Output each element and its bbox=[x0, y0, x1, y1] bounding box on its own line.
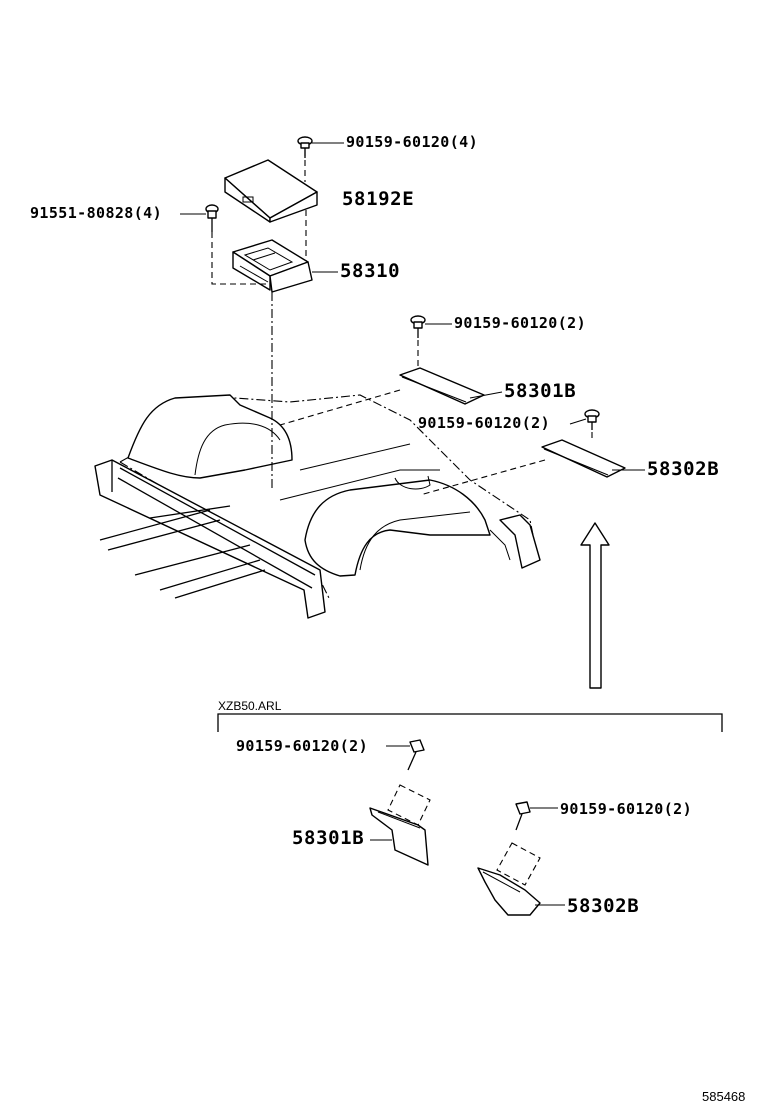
bolt-right-label: 90159-60120(2) bbox=[418, 414, 551, 432]
plate-upper-drawing bbox=[279, 315, 503, 426]
inset-bracket-line bbox=[217, 713, 723, 732]
inset-bolt-a-label: 90159-60120(2) bbox=[236, 737, 369, 755]
inset-bolt-b-drawing bbox=[496, 801, 558, 886]
inset-bolt-a-drawing bbox=[386, 739, 431, 826]
inset-part-b-drawing bbox=[477, 867, 565, 916]
bolt-top-label: 90159-60120(4) bbox=[346, 133, 479, 151]
plate-right-label: 58302B bbox=[647, 458, 720, 480]
inset-part-a-drawing bbox=[369, 807, 429, 866]
bracket-part-label: 58310 bbox=[340, 260, 401, 282]
inset-part-a-label: 58301B bbox=[292, 827, 365, 849]
bracket-drawing bbox=[211, 232, 338, 490]
diagram-reference-number: 585468 bbox=[702, 1089, 746, 1104]
inset-part-b-label: 58302B bbox=[567, 895, 640, 917]
bolt-top-drawing bbox=[297, 136, 344, 158]
plate-right-drawing bbox=[419, 409, 645, 496]
box-part-label: 58192E bbox=[342, 188, 415, 210]
storage-box-drawing bbox=[224, 150, 318, 262]
model-note: XZB50.ARL bbox=[218, 699, 282, 713]
inset-bolt-b-label: 90159-60120(2) bbox=[560, 800, 693, 818]
bolt-left-drawing bbox=[180, 204, 219, 232]
bolt-left-label: 91551-80828(4) bbox=[30, 204, 163, 222]
bolt-mid-label: 90159-60120(2) bbox=[454, 314, 587, 332]
direction-arrow bbox=[580, 522, 610, 689]
plate-upper-label: 58301B bbox=[504, 380, 577, 402]
floor-panel-drawing bbox=[94, 394, 541, 619]
